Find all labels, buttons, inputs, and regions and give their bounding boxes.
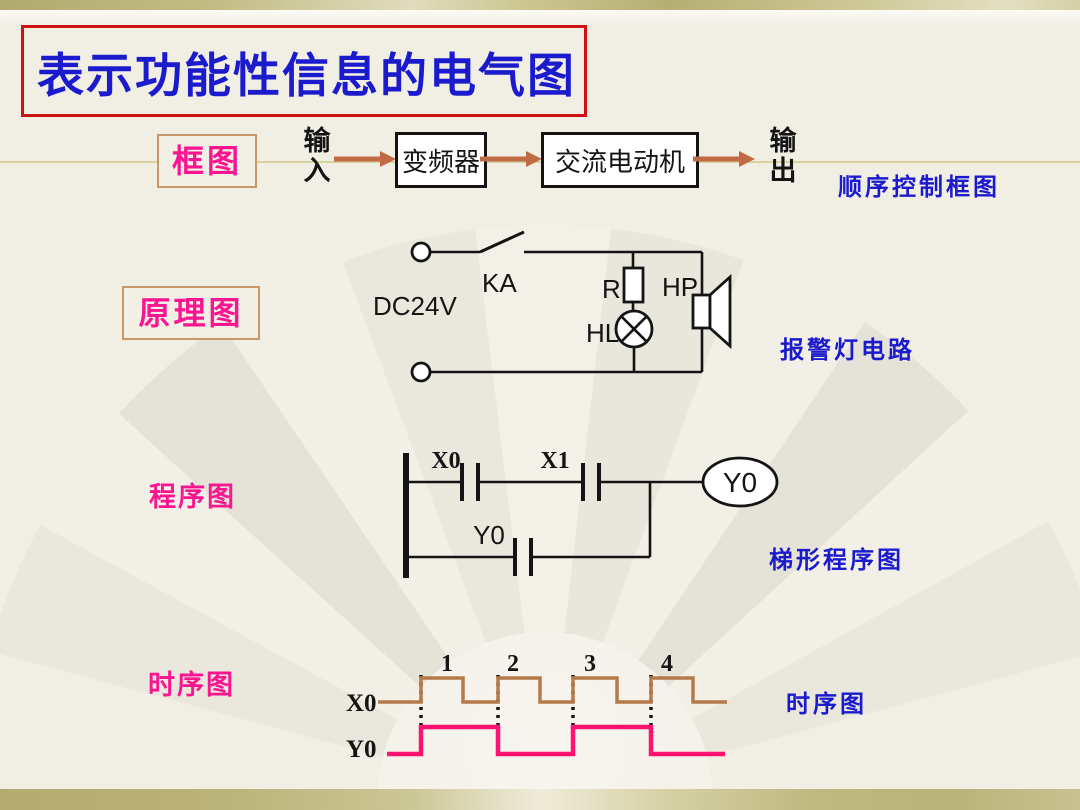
caption-ladder-program: 梯形程序图 xyxy=(769,548,904,574)
ladder-left-rail xyxy=(403,453,409,578)
edge-marker-4: 4 xyxy=(661,651,673,677)
switch-blade-icon xyxy=(479,230,525,254)
flow-arrow-icon xyxy=(693,151,755,167)
block-diagram-output-label: 输出 xyxy=(769,126,797,186)
ladder-diagram: Y0 X0 X1 Y0 xyxy=(403,448,779,578)
terminal-top-icon xyxy=(410,241,432,263)
flow-arrow-icon xyxy=(480,151,542,167)
x0-waveform xyxy=(378,676,727,704)
title-box: 表示功能性信息的电气图 xyxy=(21,25,587,117)
resistor-label: R xyxy=(602,274,621,304)
caption-timing-diagram: 时序图 xyxy=(786,692,867,718)
lamp-label: HL xyxy=(586,318,619,348)
seal-contact-label: Y0 xyxy=(473,520,505,550)
contact-x1-label: X1 xyxy=(540,448,569,474)
resistor-icon xyxy=(622,266,645,304)
coil-label: Y0 xyxy=(723,467,757,498)
edge-marker-2: 2 xyxy=(507,651,519,677)
coil-y0-icon xyxy=(701,456,779,508)
terminal-bottom-icon xyxy=(410,361,432,383)
x0-signal-label: X0 xyxy=(346,690,377,717)
bottom-bar xyxy=(0,789,1080,810)
horn-speaker-cone-icon xyxy=(708,273,732,350)
lamp-cross xyxy=(620,315,648,343)
block-ac-motor: 交流电动机 xyxy=(541,132,699,188)
row-label-schematic: 原理图 xyxy=(122,286,260,340)
source-label: DC24V xyxy=(373,291,457,321)
block-inverter: 变频器 xyxy=(395,132,487,188)
top-fade-strip xyxy=(0,10,1080,26)
edge-marker-1: 1 xyxy=(441,651,453,677)
y0-waveform xyxy=(387,724,725,757)
flow-arrow-icon xyxy=(334,151,396,167)
row-label-program: 程序图 xyxy=(149,482,236,512)
row-label-timing: 时序图 xyxy=(148,670,235,700)
caption-sequence-control: 顺序控制框图 xyxy=(838,175,1000,201)
edge-marker-3: 3 xyxy=(584,651,596,677)
y0-signal-label: Y0 xyxy=(346,736,377,763)
top-bar xyxy=(0,0,1080,10)
block-diagram-input-label: 输入 xyxy=(303,126,331,186)
horn-label: HP xyxy=(662,272,698,302)
contact-x0-label: X0 xyxy=(431,448,460,474)
alarm-circuit-schematic: DC24V KA R HP HL xyxy=(373,230,732,383)
divider-line xyxy=(0,161,1080,163)
row-label-block-diagram: 框图 xyxy=(157,134,257,188)
timing-diagram: 1 2 3 4 X0 Y0 xyxy=(346,651,727,763)
slide-title: 表示功能性信息的电气图 xyxy=(37,50,576,103)
caption-alarm-lamp-circuit: 报警灯电路 xyxy=(780,338,915,364)
relay-contact-label: KA xyxy=(482,268,517,298)
